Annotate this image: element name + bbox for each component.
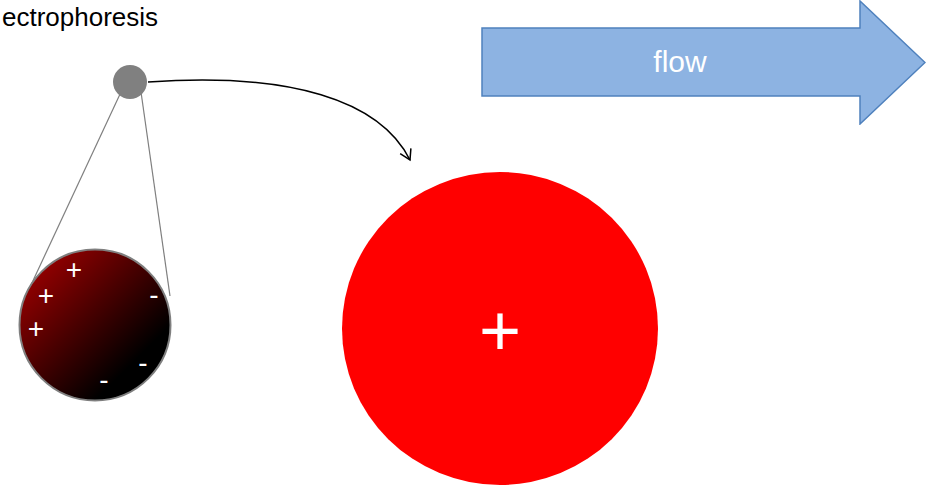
zoom-line <box>141 92 170 296</box>
charge-sign: + <box>479 294 521 366</box>
flow-label: flow <box>653 47 706 77</box>
charge-sign: + <box>38 282 54 310</box>
polarized-particle: + + + - - - <box>18 248 172 402</box>
charge-sign: + <box>28 315 44 343</box>
charge-sign: + <box>66 256 82 284</box>
flow-arrow: flow <box>481 0 926 125</box>
particle <box>113 65 147 99</box>
charge-sign: - <box>149 281 158 309</box>
charged-electrode: + <box>342 172 658 485</box>
trajectory-arrow <box>148 80 410 160</box>
charge-sign: - <box>138 349 147 377</box>
title: ectrophoresis <box>2 2 158 33</box>
charge-sign: - <box>99 366 108 394</box>
